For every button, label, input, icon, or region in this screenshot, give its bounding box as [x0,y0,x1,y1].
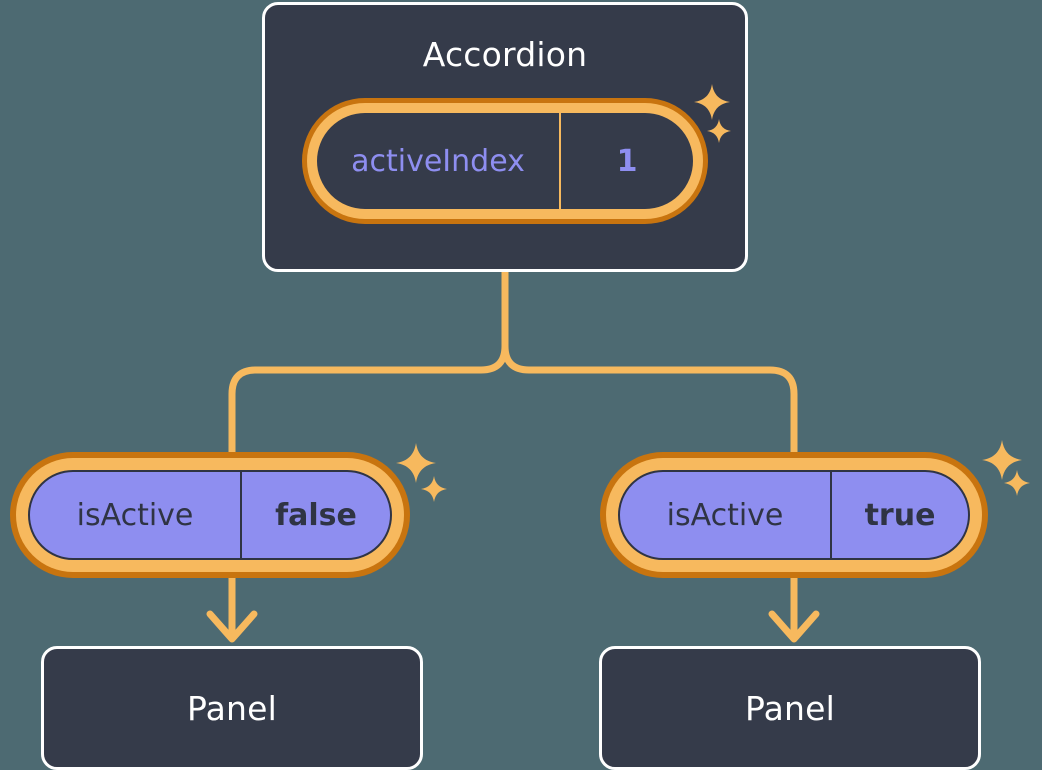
sparkle-icon [396,443,436,483]
panel-title: Panel [744,688,836,728]
state-pill-body: activeIndex 1 [315,111,695,211]
accordion-title: Accordion [422,35,588,74]
state-value-isactive: false [275,497,357,533]
state-key-isactive: isActive [30,472,242,558]
component-card-panel-left[interactable]: Panel [41,646,423,770]
state-pill-body: isActive true [618,470,970,560]
wire-branch-right [501,342,798,456]
state-pill-activeindex[interactable]: activeIndex 1 [302,98,708,224]
panel-title: Panel [186,688,278,728]
sparkle-small-icon [421,476,447,502]
sparkle-icon [982,440,1022,480]
arrow-down-left [206,573,258,643]
arrow-down-right [768,573,820,643]
state-pill-body: isActive false [28,470,392,560]
state-value-activeindex: 1 [616,143,638,179]
wire-branch-left [228,342,509,456]
state-key-activeindex: activeIndex [317,113,561,209]
sparkle-small-icon [1004,470,1030,496]
state-pill-isactive-true[interactable]: isActive true [600,452,988,578]
state-value-isactive: true [864,497,936,533]
state-pill-isactive-false[interactable]: isActive false [10,452,410,578]
component-card-panel-right[interactable]: Panel [599,646,981,770]
state-key-isactive: isActive [620,472,832,558]
